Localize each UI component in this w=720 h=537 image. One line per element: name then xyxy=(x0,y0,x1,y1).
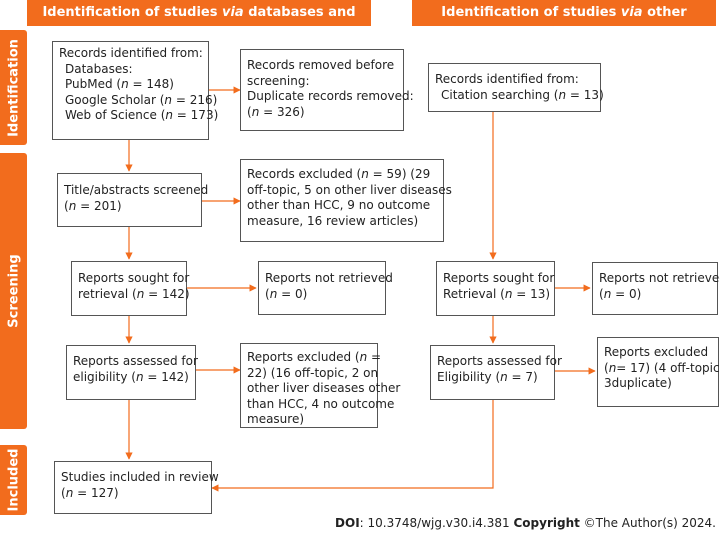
box-records-identified: Records identified from: Databases: PubM… xyxy=(52,41,219,140)
box-right-not-retrieved: Reports not retrieved (n = 0) xyxy=(592,262,720,315)
removed-line-1: Records removed before xyxy=(247,58,395,72)
doi-label: DOI xyxy=(335,516,360,530)
box-right-reports-assessed: Reports assessed for Eligibility (n = 7) xyxy=(430,345,562,400)
not-retrieved-line-2: (n = 0) xyxy=(265,286,308,301)
not-retrieved-line-1: Reports not retrieved xyxy=(265,271,393,285)
identified-subtitle: Databases: xyxy=(65,61,133,76)
box-records-excluded: Records excluded (n = 59) (29 off-topic,… xyxy=(240,159,452,242)
right-identified-line-1: Records identified from: xyxy=(435,72,579,86)
arrow-right-to-included xyxy=(211,400,494,492)
removed-line-3: Duplicate records removed: xyxy=(247,89,414,103)
removed-line-4: (n = 326) xyxy=(247,104,305,119)
reports-excluded-line-2: 22) (16 off-topic, 2 on xyxy=(247,365,379,380)
excluded-line-4: measure, 16 review articles) xyxy=(247,213,419,228)
right-excluded-line-3: 3duplicate) xyxy=(604,376,672,390)
removed-line-2: screening: xyxy=(247,73,310,88)
reports-excluded-line-4: than HCC, 4 no outcome xyxy=(247,396,395,411)
copyright-value: ©The Author(s) 2024. xyxy=(579,516,716,530)
right-identified-line-2: Citation searching (n = 13) xyxy=(441,87,604,102)
reports-excluded-line-1: Reports excluded (n = xyxy=(247,350,382,364)
included-line-2: (n = 127) xyxy=(61,485,119,500)
box-studies-included: Studies included in review (n = 127) xyxy=(54,461,219,514)
box-reports-assessed: Reports assessed for eligibility (n = 14… xyxy=(66,345,198,400)
reports-excluded-line-3: other liver diseases other xyxy=(247,381,401,395)
excluded-line-2: off-topic, 5 on other liver diseases xyxy=(247,182,452,197)
right-excluded-line-1: Reports excluded xyxy=(604,345,709,359)
right-not-retrieved-line-1: Reports not retrieved xyxy=(599,271,720,285)
box-records-removed: Records removed before screening: Duplic… xyxy=(240,49,414,131)
right-excluded-line-2: (n= 17) (4 off-topic, xyxy=(604,360,720,375)
right-sought-line-1: Reports sought for xyxy=(443,271,555,285)
footer-citation: DOI: 10.3748/wjg.v30.i4.381 Copyright ©T… xyxy=(335,516,716,530)
identified-line-pubmed: PubMed (n = 148) xyxy=(65,77,174,91)
phase-included: Included xyxy=(0,445,27,515)
screened-line-2: (n = 201) xyxy=(64,198,122,213)
box-right-records-identified: Records identified from: Citation search… xyxy=(428,63,604,112)
included-line-1: Studies included in review xyxy=(61,470,219,484)
phase-screening: Screening xyxy=(0,153,27,429)
identified-line-wos: Web of Science (n = 173) xyxy=(65,108,219,122)
header-other-methods: Identification of studies via other meth… xyxy=(412,0,716,46)
excluded-line-1: Records excluded (n = 59) (29 xyxy=(247,167,431,181)
excluded-line-3: other than HCC, 9 no outcome xyxy=(247,198,431,212)
assessed-line-1: Reports assessed for xyxy=(73,354,198,368)
box-right-reports-excluded: Reports excluded (n= 17) (4 off-topic, 3… xyxy=(597,337,720,407)
doi-value: : 10.3748/wjg.v30.i4.381 xyxy=(359,516,510,530)
box-right-reports-sought: Reports sought for Retrieval (n = 13) xyxy=(436,261,555,316)
copyright-label: Copyright xyxy=(513,516,580,530)
right-sought-line-2: Retrieval (n = 13) xyxy=(443,286,551,301)
header-databases: Identification of studies via databases … xyxy=(27,0,371,46)
assessed-line-2: eligibility (n = 142) xyxy=(73,369,189,384)
right-not-retrieved-line-2: (n = 0) xyxy=(599,286,642,301)
right-assessed-line-1: Reports assessed for xyxy=(437,354,562,368)
identified-title: Records identified from: xyxy=(59,46,203,60)
sought-line-2: retrieval (n = 142) xyxy=(78,286,190,301)
screened-line-1: Title/abstracts screened xyxy=(64,183,209,197)
box-reports-sought: Reports sought for retrieval (n = 142) xyxy=(71,261,190,316)
box-reports-not-retrieved: Reports not retrieved (n = 0) xyxy=(258,261,393,315)
sought-line-1: Reports sought for xyxy=(78,271,190,285)
box-title-screened: Title/abstracts screened (n = 201) xyxy=(57,173,209,227)
phase-identification: Identification xyxy=(0,30,27,145)
identified-line-scholar: Google Scholar (n = 216) xyxy=(65,92,218,107)
reports-excluded-line-5: measure) xyxy=(247,412,305,426)
right-assessed-line-2: Eligibility (n = 7) xyxy=(437,369,538,384)
box-reports-excluded: Reports excluded (n = 22) (16 off-topic,… xyxy=(240,343,401,428)
